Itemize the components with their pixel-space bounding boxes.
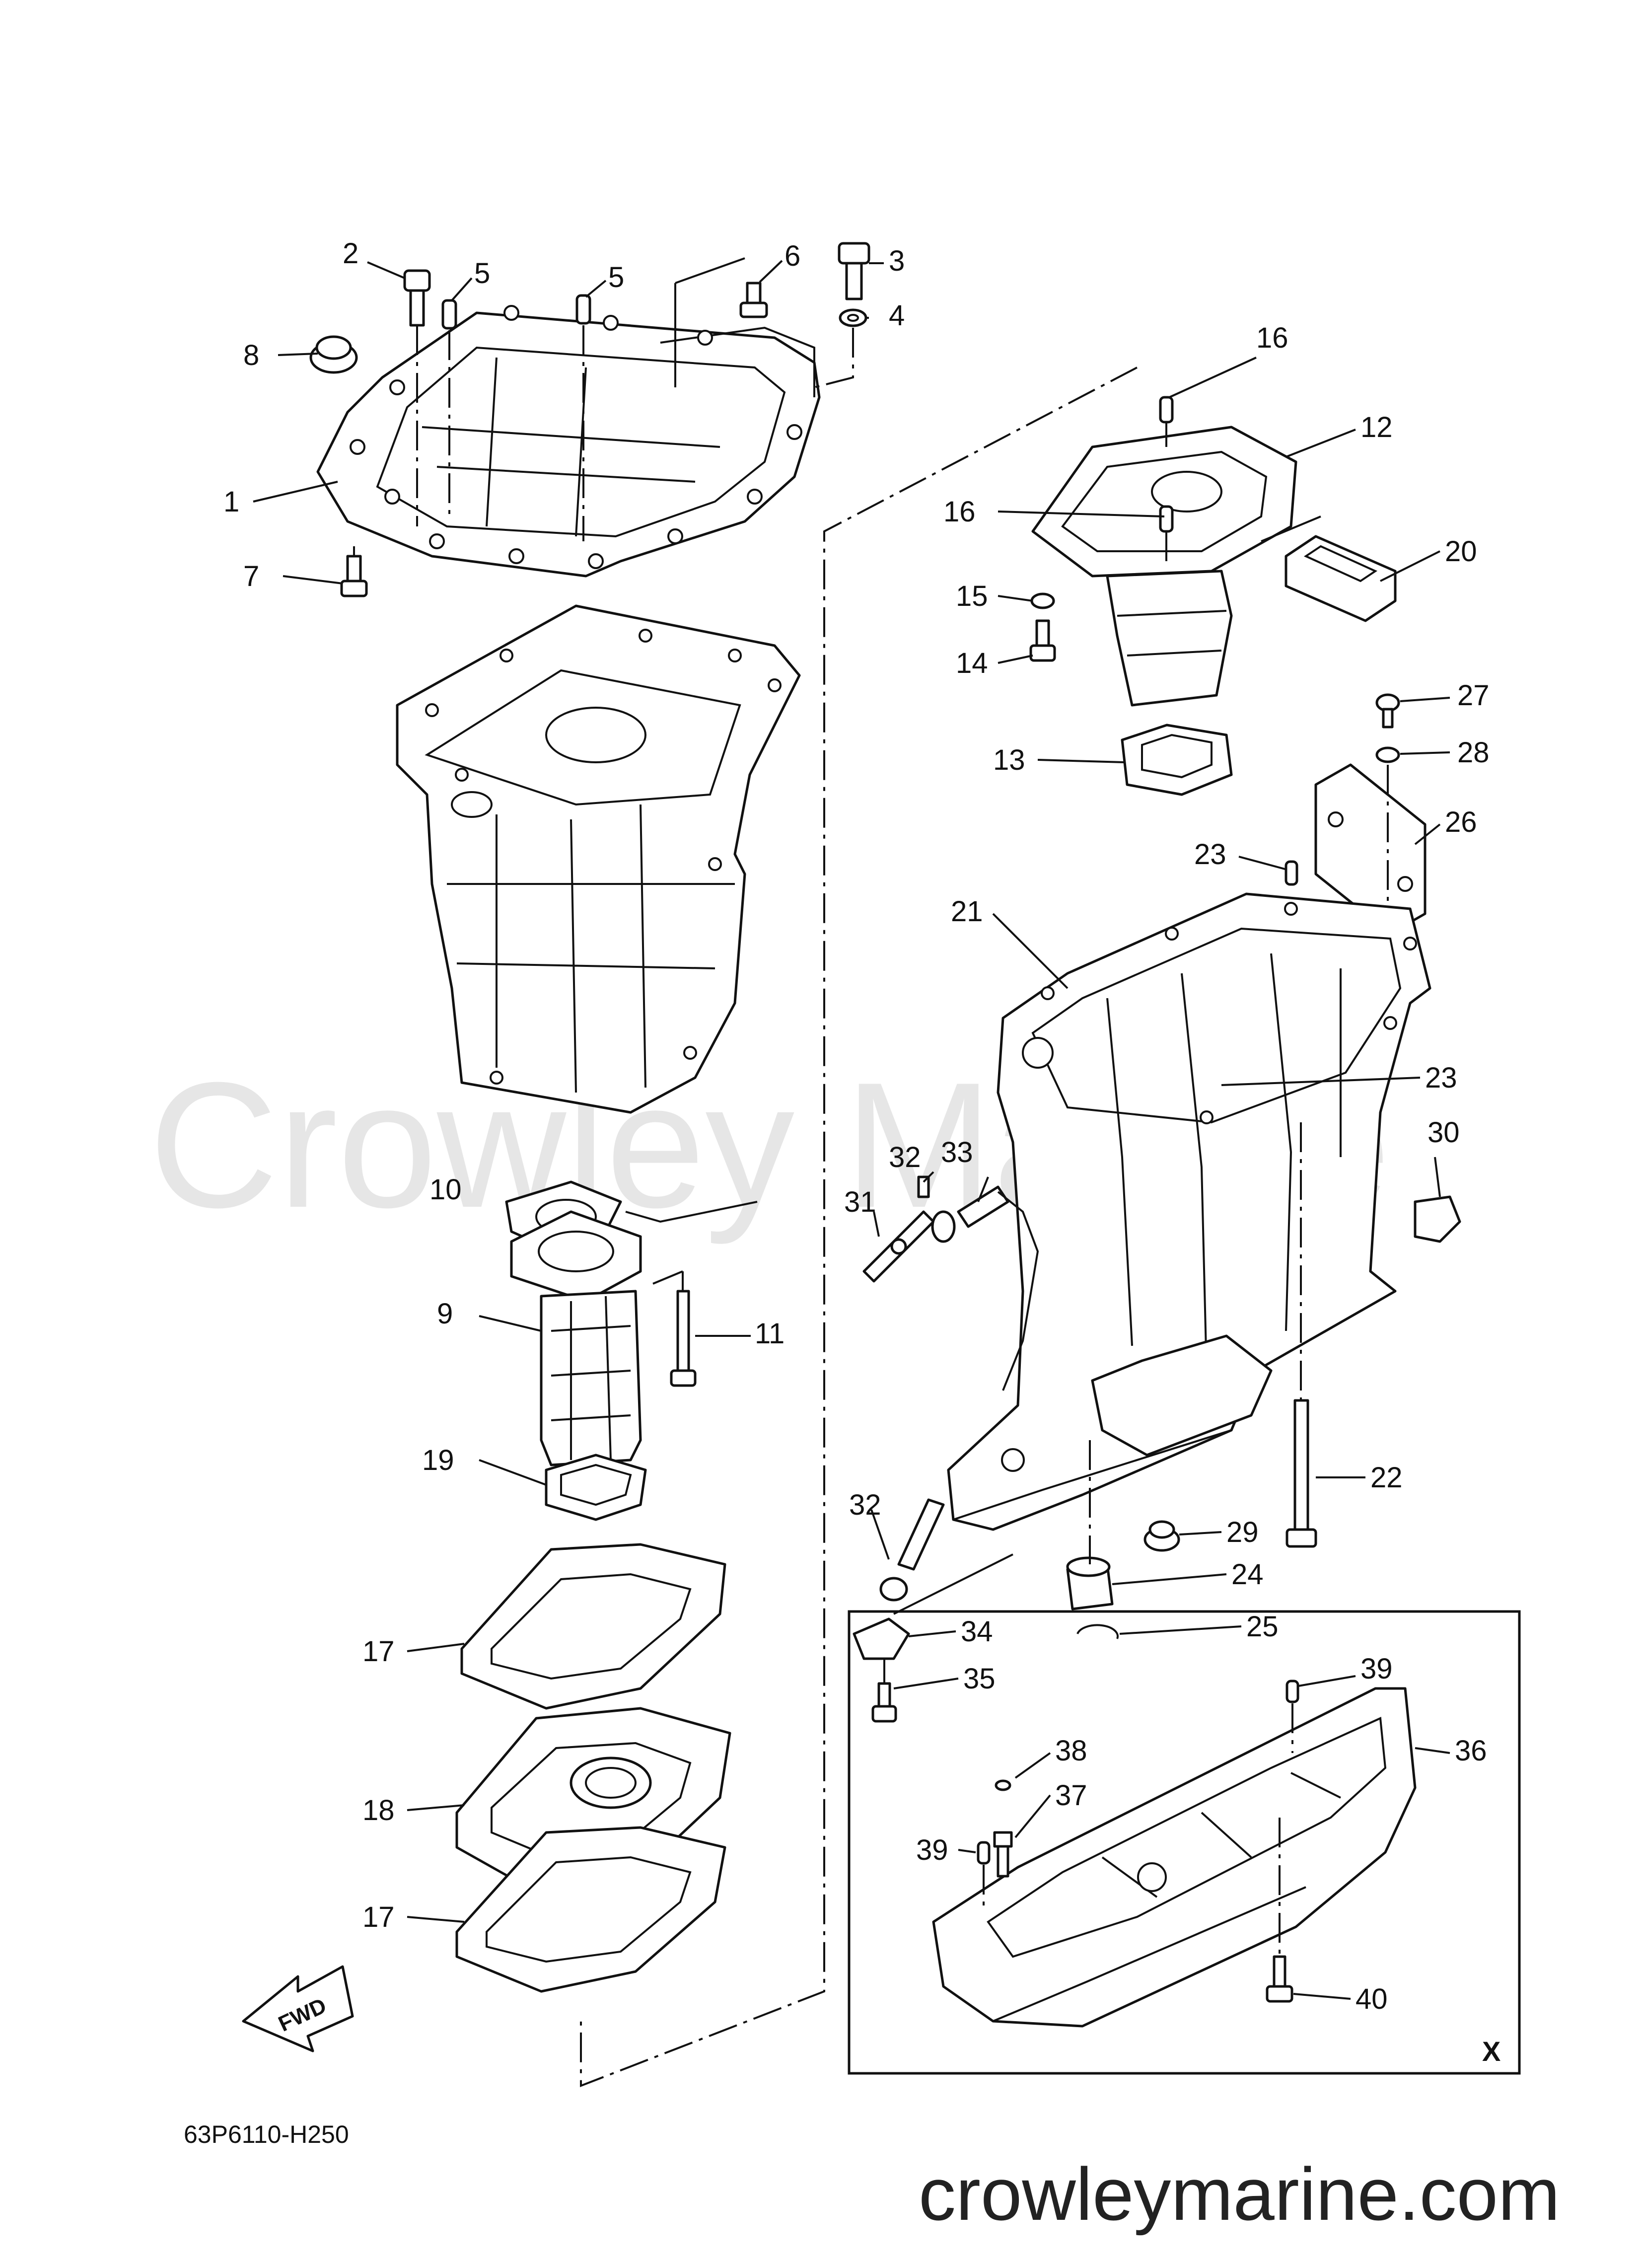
- callout-30: 30: [1428, 1116, 1460, 1149]
- callout-16b: 16: [943, 496, 976, 528]
- part-17b-gasket: [455, 1826, 726, 1993]
- part-2-bolt: [403, 269, 431, 327]
- callout-17b: 17: [362, 1901, 395, 1933]
- callout-10: 10: [429, 1173, 462, 1206]
- part-17a-gasket: [460, 1543, 726, 1710]
- part-19-seal: [545, 1454, 647, 1521]
- part-26-cover-plate: [1314, 763, 1427, 935]
- callout-13: 13: [993, 744, 1025, 776]
- callout-39b: 39: [916, 1834, 948, 1866]
- part-36-bottom-cowling: [932, 1687, 1417, 2028]
- callout-18: 18: [362, 1794, 395, 1827]
- callout-31: 31: [844, 1186, 876, 1218]
- part-28-washer: [1375, 746, 1400, 763]
- callout-9: 9: [437, 1298, 453, 1330]
- part-40-bolt: [1266, 1955, 1293, 2003]
- part-24-bushing: [1066, 1556, 1114, 1610]
- callout-38: 38: [1055, 1735, 1087, 1767]
- part-34-bracket: [853, 1617, 910, 1660]
- fwd-arrow-icon: FWD: [242, 1965, 354, 2052]
- callout-39a: 39: [1360, 1653, 1393, 1685]
- callout-27: 27: [1457, 679, 1490, 712]
- callout-17a: 17: [362, 1635, 395, 1668]
- callout-21: 21: [951, 895, 983, 928]
- callout-6: 6: [785, 240, 800, 272]
- part-13-seal: [1121, 724, 1233, 796]
- part-39b-dowel-pin: [977, 1841, 991, 1865]
- callout-36: 36: [1455, 1735, 1487, 1767]
- callout-11: 11: [755, 1317, 785, 1350]
- callout-40: 40: [1356, 1983, 1388, 2015]
- callout-20: 20: [1445, 535, 1477, 568]
- callout-16a: 16: [1256, 322, 1288, 354]
- callout-22: 22: [1370, 1462, 1403, 1494]
- callout-15: 15: [956, 580, 988, 612]
- part-4-washer: [839, 308, 867, 327]
- part-12-mount-housing: [1031, 426, 1297, 707]
- callout-24: 24: [1231, 1558, 1264, 1591]
- callout-5b: 5: [608, 261, 624, 293]
- part-3-bolt: [838, 242, 870, 300]
- callout-8: 8: [243, 339, 259, 371]
- callout-4: 4: [889, 299, 905, 332]
- callout-35: 35: [963, 1663, 996, 1695]
- callout-33: 33: [941, 1136, 973, 1169]
- part-30-rubber-damper: [1414, 1195, 1461, 1243]
- part-38-o-ring: [995, 1779, 1011, 1791]
- part-32b-clip: [879, 1498, 945, 1602]
- part-27-screw: [1375, 693, 1400, 729]
- callout-14: 14: [956, 647, 988, 679]
- part-1-upper-casing: [316, 305, 821, 578]
- callout-25: 25: [1246, 1610, 1279, 1643]
- callout-34: 34: [961, 1615, 993, 1648]
- callout-1: 1: [223, 486, 239, 518]
- callout-5a: 5: [474, 257, 490, 290]
- callout-29: 29: [1226, 1516, 1259, 1548]
- callout-32b: 32: [849, 1489, 881, 1521]
- part-6-bolt: [739, 282, 768, 318]
- inset-box-x: [848, 1610, 1521, 2075]
- footer-site-text: crowleymarine.com: [919, 2152, 1560, 2236]
- part-33-water-tube: [957, 1185, 1009, 1228]
- part-29-grommet: [1143, 1520, 1180, 1552]
- part-5a-dowel-pin: [441, 299, 457, 330]
- part-5b-dowel-pin: [575, 294, 591, 325]
- part-11-bolt: [670, 1290, 697, 1387]
- callout-2: 2: [343, 237, 358, 270]
- part-16a-dowel-pin: [1159, 396, 1174, 424]
- callout-19: 19: [422, 1444, 454, 1476]
- part-14-bolt: [1029, 619, 1056, 662]
- part-9-exhaust-manifold: [510, 1210, 642, 1466]
- callout-23a: 23: [1194, 838, 1226, 871]
- callout-labels: 2 5 5 6 3 4 8 1 7 10 9 11 19 17 18 17 16…: [223, 237, 1490, 2015]
- callout-32a: 32: [889, 1141, 921, 1173]
- part-20-mount-rubber: [1285, 535, 1397, 622]
- part-37-fitting: [993, 1831, 1013, 1878]
- part-16b-dowel-pin: [1159, 505, 1174, 533]
- part-39a-dowel-pin: [1285, 1680, 1299, 1703]
- part-32a-clip: [917, 1175, 956, 1243]
- callout-28: 28: [1457, 736, 1490, 769]
- engine-mounting-casing: [396, 604, 801, 1114]
- part-22-bolt: [1285, 1399, 1317, 1548]
- callout-3: 3: [889, 245, 905, 277]
- callout-7: 7: [243, 560, 259, 592]
- part-21-upper-casing: [947, 892, 1431, 1531]
- callout-26: 26: [1445, 806, 1477, 838]
- part-15-washer: [1030, 592, 1055, 609]
- callout-23b: 23: [1425, 1062, 1457, 1094]
- part-23a-dowel-pin: [1285, 860, 1298, 886]
- part-7-bolt: [340, 555, 368, 597]
- callout-12: 12: [1360, 411, 1393, 443]
- diagram-code: 63P6110-H250: [184, 2121, 349, 2148]
- part-8-grommet: [309, 335, 358, 374]
- part-35-bolt: [871, 1682, 897, 1723]
- inset-marker: X: [1482, 2036, 1500, 2067]
- part-25-circlip: [1076, 1624, 1119, 1639]
- callout-37: 37: [1055, 1779, 1087, 1812]
